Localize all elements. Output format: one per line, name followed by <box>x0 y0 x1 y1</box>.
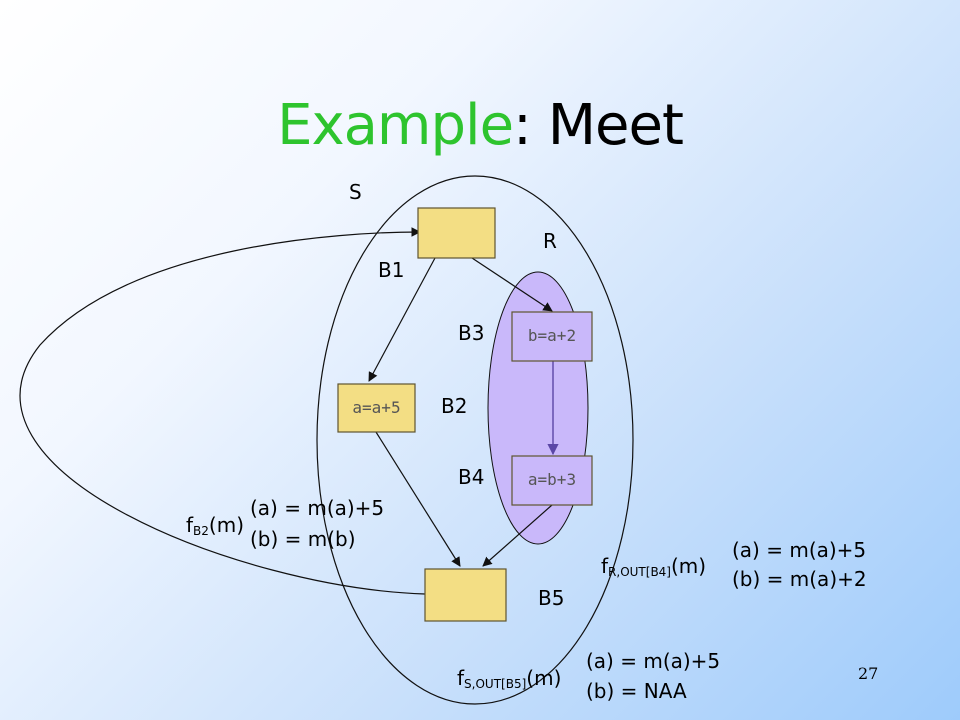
transfer-fn-r-line2: (b) = m(a)+2 <box>732 567 867 591</box>
block-b2-label: B2 <box>441 394 468 418</box>
fn-b2-sub: B2 <box>193 524 209 538</box>
fn-s-arg: (m) <box>526 666 562 690</box>
block-b2 <box>337 383 416 433</box>
block-b5-label: B5 <box>538 586 565 610</box>
region-s-label: S <box>349 180 362 204</box>
block-b5 <box>424 568 507 622</box>
block-b3-label: B3 <box>458 321 485 345</box>
block-b1 <box>417 207 496 259</box>
fn-r-sub: R,OUT[B4] <box>608 565 671 579</box>
title-example: Example <box>277 93 514 158</box>
transfer-fn-s-line2: (b) = NAA <box>586 679 687 703</box>
block-b4 <box>511 455 593 506</box>
fn-s-sub: S,OUT[B5] <box>464 677 527 691</box>
edge-b4-to-b5 <box>482 504 553 567</box>
block-b1-label: B1 <box>378 258 405 282</box>
transfer-fn-r-name: fR,OUT[B4](m) <box>601 554 706 584</box>
transfer-fn-b2-line1: (a) = m(a)+5 <box>250 496 385 520</box>
block-b4-code: a=b+3 <box>527 470 577 489</box>
fn-r-arg: (m) <box>671 554 707 578</box>
edge-b1-to-b2 <box>368 257 436 382</box>
region-s-ellipse <box>316 175 634 705</box>
transfer-fn-s-line1: (a) = m(a)+5 <box>586 649 721 673</box>
transfer-fn-s-name: fS,OUT[B5](m) <box>457 666 561 696</box>
block-b3 <box>511 311 593 362</box>
slide-title: Example: Meet <box>0 86 960 166</box>
block-b2-code: a=a+5 <box>352 398 401 417</box>
fn-r-f: f <box>601 554 609 578</box>
transfer-fn-b2-name: fB2(m) <box>186 513 244 543</box>
title-meet: : Meet <box>513 93 684 158</box>
page-number: 27 <box>858 664 879 683</box>
transfer-fn-r-line1: (a) = m(a)+5 <box>732 538 867 562</box>
transfer-fn-b2-line2: (b) = m(b) <box>250 527 356 551</box>
fn-s-f: f <box>457 666 465 690</box>
edge-b1-to-b3 <box>471 257 553 312</box>
block-b4-label: B4 <box>458 465 485 489</box>
fn-b2-arg: (m) <box>208 513 245 537</box>
back-edge-b5-to-b1 <box>19 227 426 595</box>
block-b3-code: b=a+2 <box>527 326 577 345</box>
edge-b2-to-b5 <box>375 431 461 567</box>
region-r-label: R <box>543 229 557 253</box>
fn-b2-f: f <box>186 513 194 537</box>
